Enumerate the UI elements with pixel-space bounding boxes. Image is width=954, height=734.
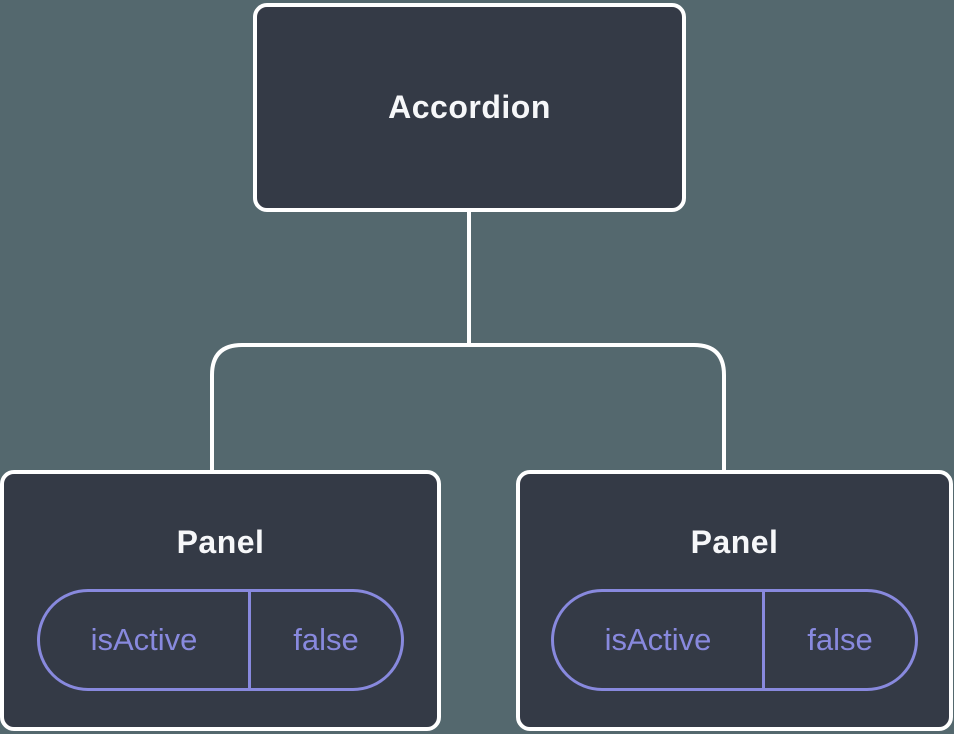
connector-branch-bracket [210,343,726,474]
state-pill: isActive false [551,589,918,691]
state-value: false [807,622,873,657]
node-label: Panel [176,524,265,560]
node-label: Accordion [388,89,551,125]
state-value: false [293,622,359,657]
tree-node-panel-1: Panel isActive false [0,470,441,731]
tree-node-panel-2: Panel isActive false [516,470,953,731]
node-label: Panel [690,524,779,560]
tree-node-accordion: Accordion [253,3,686,212]
state-key: isActive [554,592,765,688]
state-key: isActive [40,592,251,688]
state-pill: isActive false [37,589,404,691]
